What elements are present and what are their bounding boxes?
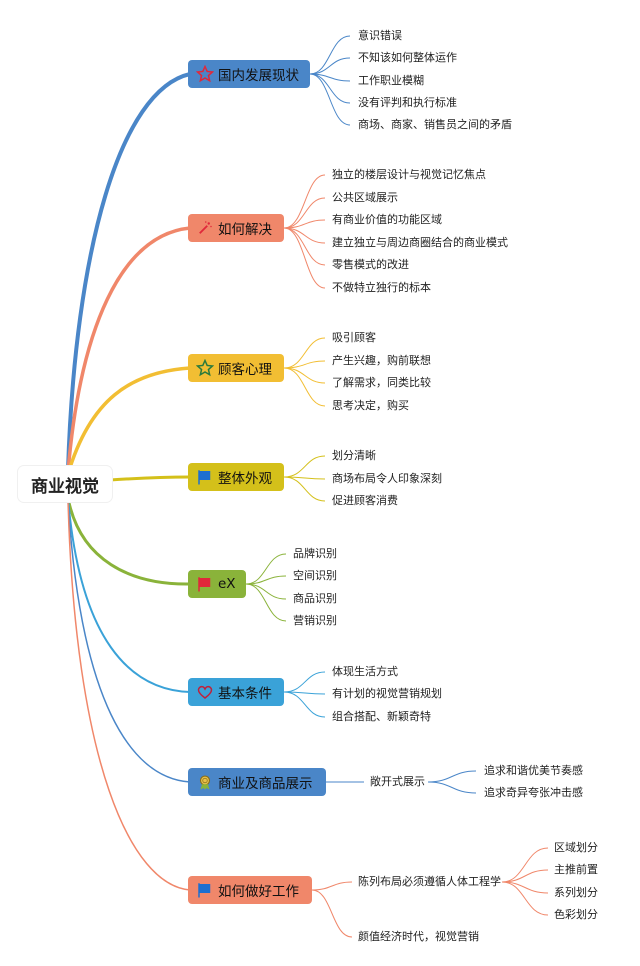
- star-outline-icon: [196, 65, 214, 83]
- leaf-0-2[interactable]: 工作职业模糊: [358, 74, 424, 87]
- link-root-b0: [66, 72, 191, 471]
- branch-label: 整体外观: [218, 471, 272, 487]
- branch-label: 如何解决: [218, 222, 272, 238]
- leaf-4-3[interactable]: 营销识别: [293, 614, 337, 627]
- leaf-1-3[interactable]: 建立独立与周边商圈结合的商业模式: [332, 236, 508, 249]
- subleaf-7-1[interactable]: 主推前置: [554, 863, 598, 876]
- leaf-1-0[interactable]: 独立的楼层设计与视觉记忆焦点: [332, 168, 486, 181]
- subleaf-7-0[interactable]: 区域划分: [554, 841, 598, 854]
- branch-label: 商业及商品展示: [218, 776, 313, 792]
- leaf-2-1[interactable]: 产生兴趣，购前联想: [332, 354, 431, 367]
- root-node[interactable]: 商业视觉: [18, 466, 112, 502]
- magic-wand-icon: [196, 219, 214, 237]
- subleaf-7-2[interactable]: 系列划分: [554, 886, 598, 899]
- branch-node-1[interactable]: 如何解决: [188, 214, 284, 242]
- leaf-1-2[interactable]: 有商业价值的功能区域: [332, 213, 442, 226]
- leaf-0-4[interactable]: 商场、商家、销售员之间的矛盾: [358, 118, 512, 131]
- medal-icon: [196, 773, 214, 791]
- leaf-4-2[interactable]: 商品识别: [293, 592, 337, 605]
- link-root-b5: [67, 497, 191, 693]
- branch-node-0[interactable]: 国内发展现状: [188, 60, 310, 88]
- leaf-1-5[interactable]: 不做特立独行的标本: [332, 281, 431, 294]
- subleaf-6-1[interactable]: 追求奇异夸张冲击感: [484, 786, 583, 799]
- link-root-b6: [67, 499, 191, 783]
- leaf-3-2[interactable]: 促进顾客消费: [332, 494, 398, 507]
- leaf-1-4[interactable]: 零售模式的改进: [332, 258, 409, 271]
- leaf-3-1[interactable]: 商场布局令人印象深刻: [332, 472, 442, 485]
- flag-blue-icon: [196, 881, 214, 899]
- leaf-3-0[interactable]: 划分清晰: [332, 449, 376, 462]
- link-root-b2: [66, 366, 191, 475]
- leaf-5-0[interactable]: 体现生活方式: [332, 665, 398, 678]
- leaf-7-1[interactable]: 颜值经济时代，视觉营销: [358, 930, 479, 943]
- branch-node-7[interactable]: 如何做好工作: [188, 876, 312, 904]
- leaf-0-1[interactable]: 不知该如何整体运作: [358, 51, 457, 64]
- branch-node-4[interactable]: eX: [188, 570, 246, 598]
- flag-red-icon: [196, 575, 214, 593]
- leaf-6-0[interactable]: 敞开式展示: [370, 775, 425, 788]
- branch-node-6[interactable]: 商业及商品展示: [188, 768, 326, 796]
- leaf-1-1[interactable]: 公共区域展示: [332, 191, 398, 204]
- leaf-2-2[interactable]: 了解需求，同类比较: [332, 376, 431, 389]
- flag-blue-icon: [196, 468, 214, 486]
- branch-label: 国内发展现状: [218, 68, 299, 84]
- heart-outline-icon: [196, 683, 214, 701]
- branch-label: 顾客心理: [218, 362, 272, 378]
- leaf-2-3[interactable]: 思考决定，购买: [332, 399, 409, 412]
- link-root-b3: [109, 475, 191, 482]
- leaf-5-2[interactable]: 组合搭配、新颖奇特: [332, 710, 431, 723]
- leaf-2-0[interactable]: 吸引顾客: [332, 331, 376, 344]
- branch-node-3[interactable]: 整体外观: [188, 463, 284, 491]
- leaf-4-1[interactable]: 空间识别: [293, 569, 337, 582]
- leaf-4-0[interactable]: 品牌识别: [293, 547, 337, 560]
- leaf-5-1[interactable]: 有计划的视觉营销规划: [332, 687, 442, 700]
- link-root-b1: [66, 226, 191, 473]
- branch-label: 如何做好工作: [218, 884, 299, 900]
- branch-label: 基本条件: [218, 686, 272, 702]
- subleaf-7-3[interactable]: 色彩划分: [554, 908, 598, 921]
- leaf-7-0[interactable]: 陈列布局必须遵循人体工程学: [358, 875, 501, 888]
- subleaf-6-0[interactable]: 追求和谐优美节奏感: [484, 764, 583, 777]
- branch-node-5[interactable]: 基本条件: [188, 678, 284, 706]
- link-root-b4: [66, 497, 191, 586]
- star-outline-icon: [196, 359, 214, 377]
- branch-node-2[interactable]: 顾客心理: [188, 354, 284, 382]
- branch-label: eX: [218, 576, 236, 592]
- leaf-0-0[interactable]: 意识错误: [358, 29, 402, 42]
- leaf-0-3[interactable]: 没有评判和执行标准: [358, 96, 457, 109]
- link-root-b7: [67, 499, 191, 891]
